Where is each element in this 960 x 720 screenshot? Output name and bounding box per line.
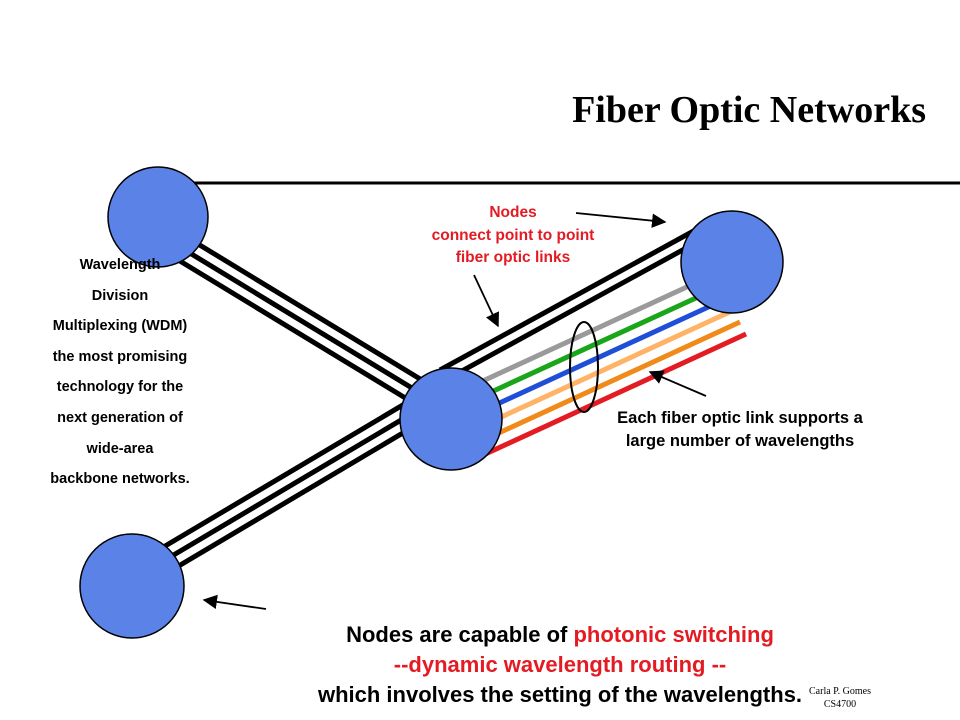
slide-title: Fiber Optic Networks (572, 89, 926, 131)
switching-line-3: which involves the setting of the wavele… (317, 682, 803, 707)
node-bottom-left (79, 533, 185, 639)
arrow-to-right-node (575, 212, 667, 228)
wdm-line: Division (91, 287, 149, 304)
fiber-link-bottomleft-center (148, 377, 447, 586)
wdm-line: Wavelength (79, 257, 161, 273)
credit-line: CS4700 (823, 699, 857, 710)
node-right (680, 210, 784, 314)
wavelength-callout: Each fiber optic link supports a large n… (560, 407, 920, 453)
switching-line-2: --dynamic wavelength routing -- (393, 652, 727, 677)
node-center (399, 367, 503, 471)
wdm-line: next generation of (57, 409, 183, 426)
nodes-callout-line: fiber optic links (455, 249, 571, 266)
wdm-line: the most promising (52, 348, 188, 365)
wdm-line: technology for the (56, 379, 184, 396)
switching-callout: Nodes are capable of photonic switching … (240, 620, 880, 710)
nodes-callout-line: connect point to point (431, 226, 595, 244)
author-credit: Carla P. Gomes CS4700 (800, 685, 880, 711)
arrow-to-wavelengths (648, 370, 707, 397)
photonic-switching-highlight: photonic switching (573, 622, 774, 647)
credit-line: Carla P. Gomes (809, 686, 871, 697)
wdm-line: Multiplexing (WDM) (52, 318, 188, 335)
wdm-line: wide-area (86, 440, 154, 457)
wavelength-callout-line: Each fiber optic link supports a (617, 409, 863, 427)
fiber-link-topleft-center (173, 227, 432, 416)
node-top-left (107, 166, 209, 268)
wavelength-bundle-ellipse (569, 321, 599, 413)
nodes-callout: Nodes connect point to point fiber optic… (388, 202, 638, 270)
switching-line-1: Nodes are capable of photonic switching (240, 620, 880, 650)
arrow-to-bottom-node (202, 594, 267, 610)
arrow-to-fiber (473, 274, 499, 328)
nodes-callout-line: Nodes (489, 204, 537, 221)
wdm-description: Wavelength Division Multiplexing (WDM) t… (20, 250, 220, 495)
wdm-line: backbone networks. (50, 471, 190, 488)
wavelength-callout-line: large number of wavelengths (625, 432, 855, 450)
switching-prefix: Nodes are capable of (346, 622, 574, 647)
